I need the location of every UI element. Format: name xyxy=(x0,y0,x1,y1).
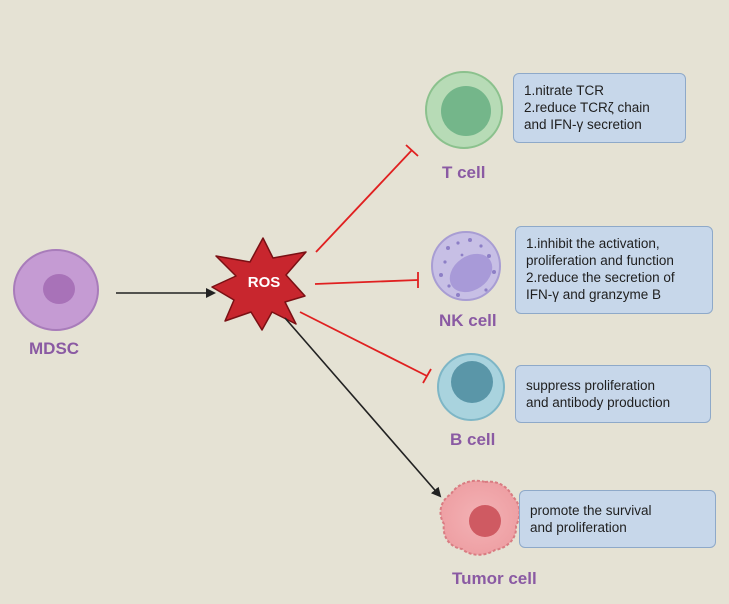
b-cell-effects-box: suppress proliferation and antibody prod… xyxy=(515,365,711,423)
t-cell-effect-line: 2.reduce TCRζ chain xyxy=(524,100,650,115)
b-cell-effect-line: and antibody production xyxy=(526,395,671,410)
t-cell-icon xyxy=(425,71,503,149)
ros-inhibits-b-cell-line xyxy=(299,311,432,384)
nk-cell-effect-line: 2.reduce the secretion of xyxy=(526,270,675,285)
nk-cell-effect-line: 1.inhibit the activation, xyxy=(526,236,660,251)
nk-cell-icon xyxy=(431,231,501,301)
tumor-cell-effects-box: promote the survival and proliferation xyxy=(519,490,716,548)
b-cell-icon xyxy=(437,353,505,421)
mdsc-cell-icon xyxy=(13,249,99,331)
nk-cell-effect-line: proliferation and function xyxy=(526,253,674,268)
nk-cell-effect-line: IFN-γ and granzyme B xyxy=(526,287,662,302)
t-cell-effect-line: and IFN-γ secretion xyxy=(524,117,642,132)
nk-cell-effects-box: 1.inhibit the activation, proliferation … xyxy=(515,226,713,314)
tumor-cell-effect-line: and proliferation xyxy=(530,520,627,535)
tumor-cell-label: Tumor cell xyxy=(452,569,537,588)
ros-to-tumor-arrow xyxy=(284,317,442,498)
t-cell-effects-box: 1.nitrate TCR 2.reduce TCRζ chain and IF… xyxy=(513,73,686,143)
tumor-cell-effect-line: promote the survival xyxy=(530,503,652,518)
t-cell-label: T cell xyxy=(442,163,486,182)
ros-inhibits-nk-cell-line xyxy=(314,272,419,288)
b-cell-effect-line: suppress proliferation xyxy=(526,378,656,393)
ros-burst-icon xyxy=(211,237,307,331)
ros-label: ROS xyxy=(247,274,281,291)
ros-inhibits-t-cell-line xyxy=(315,144,419,253)
mdsc-label: MDSC xyxy=(29,339,80,358)
nk-cell-label: NK cell xyxy=(439,311,497,330)
t-cell-effect-line: 1.nitrate TCR xyxy=(524,83,605,98)
tumor-cell-icon xyxy=(439,479,521,556)
b-cell-label: B cell xyxy=(450,430,496,449)
